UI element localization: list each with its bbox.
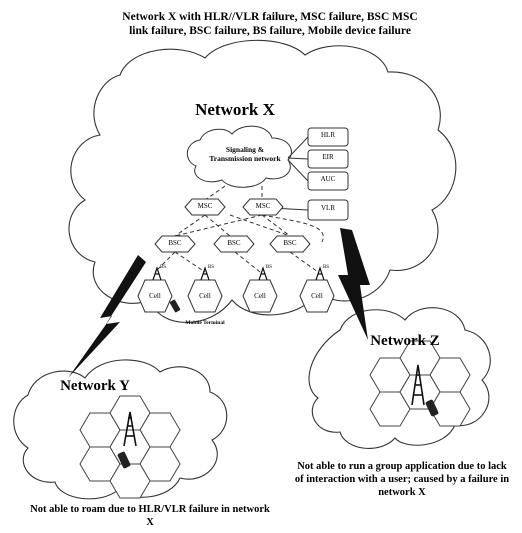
bs-towers bbox=[152, 266, 325, 281]
msc-label-1: MSC bbox=[197, 202, 213, 210]
db-label-eir: EIR bbox=[322, 153, 334, 161]
mobile-terminal-label: Mobile Terminal bbox=[185, 320, 225, 326]
network-z-title: Network Z bbox=[370, 333, 440, 349]
signaling-cloud bbox=[186, 125, 292, 188]
cell-label-2: Cell bbox=[199, 292, 211, 300]
bsc-label-2: BSC bbox=[227, 239, 241, 247]
network-z-tower-icon bbox=[411, 364, 425, 406]
bs-label-3: BS bbox=[265, 265, 273, 270]
db-label-hlr: HLR bbox=[321, 131, 335, 139]
db-stack bbox=[307, 127, 349, 221]
network-y-phone-icon bbox=[117, 451, 131, 469]
network-y-cells bbox=[79, 395, 181, 499]
link-failure-bolt-y bbox=[68, 255, 146, 378]
network-z-caption: Not able to run a group application due … bbox=[294, 461, 510, 498]
db-label-vlr: VLR bbox=[321, 204, 335, 212]
network-z-phone-icon bbox=[425, 399, 439, 417]
bsc-nodes bbox=[154, 235, 311, 253]
bsc-label-3: BSC bbox=[283, 239, 297, 247]
signaling-label: Signaling & Transmission network bbox=[209, 145, 281, 163]
network-x-title: Network X bbox=[195, 100, 275, 119]
mobile-phone-icon bbox=[169, 299, 181, 313]
network-y-caption: Not able to roam due to HLR/VLR failure … bbox=[30, 504, 270, 528]
bs-label-1: BS bbox=[159, 265, 167, 270]
network-y-title: Network Y bbox=[60, 378, 130, 394]
db-label-auc: AUC bbox=[320, 175, 336, 183]
top-caption: Network X with HLR//VLR failure, MSC fai… bbox=[122, 11, 418, 37]
link-failure-bolt-z bbox=[338, 228, 370, 340]
bsc-label-1: BSC bbox=[168, 239, 182, 247]
msc-label-2: MSC bbox=[255, 202, 271, 210]
cell-label-1: Cell bbox=[149, 292, 161, 300]
dashed-links bbox=[154, 185, 324, 273]
network-y-tower-icon bbox=[123, 411, 137, 447]
cell-label-4: Cell bbox=[311, 292, 323, 300]
bs-label-4: BS bbox=[322, 265, 330, 270]
bs-label-2: BS bbox=[207, 265, 215, 270]
cell-nodes bbox=[137, 279, 335, 313]
msc-nodes bbox=[184, 198, 284, 216]
cell-label-3: Cell bbox=[254, 292, 266, 300]
